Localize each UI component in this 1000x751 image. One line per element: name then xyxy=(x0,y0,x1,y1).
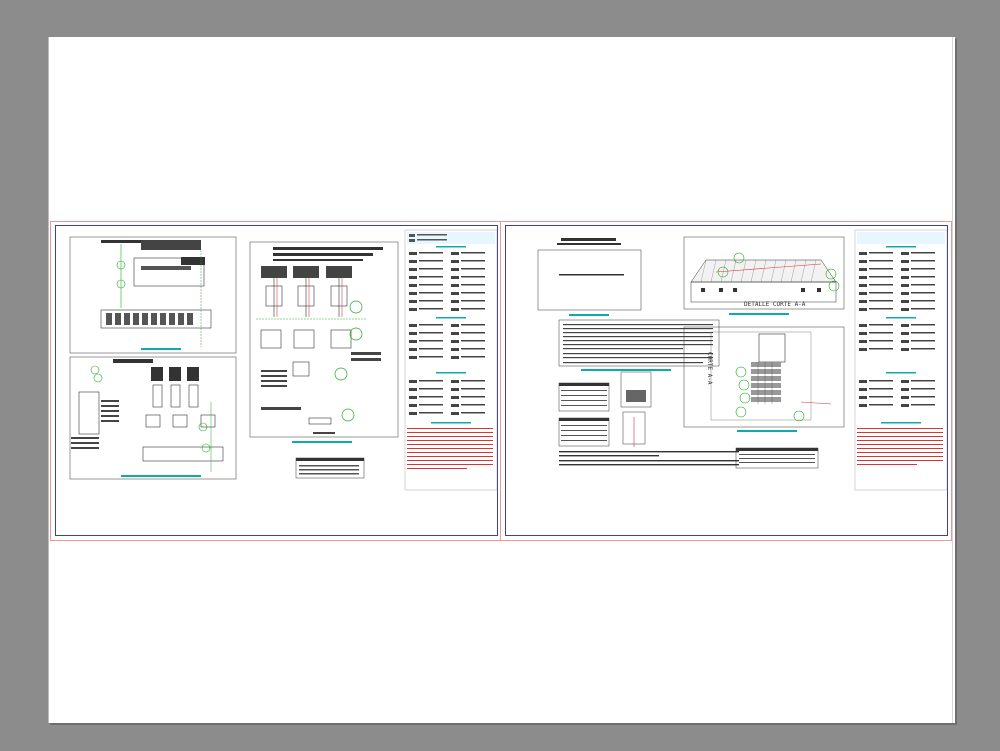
title-box-panel xyxy=(537,238,642,316)
mini-tables xyxy=(558,371,652,447)
plan-section-label: CORTE A-A xyxy=(706,352,713,385)
notes-text-panel xyxy=(558,319,720,371)
page-edge-right xyxy=(952,37,953,723)
sheet-left-frame xyxy=(55,225,498,536)
page-edge-left xyxy=(48,37,49,723)
sheet-right-frame xyxy=(505,225,948,536)
legend-table-left xyxy=(404,229,498,491)
plan-section-panel: CORTE A-A xyxy=(683,326,845,432)
unifilar-diagram-panel xyxy=(249,241,399,479)
drawing-page: DETALLE CORTE A-A xyxy=(48,37,955,723)
schematic-top-panel xyxy=(69,236,237,354)
sheet-left xyxy=(50,221,502,541)
bottom-notes xyxy=(559,451,739,466)
sheet-right-drawing: DETALLE CORTE A-A xyxy=(537,229,948,491)
legend-table-right xyxy=(854,229,948,491)
sheet-right: DETALLE CORTE A-A xyxy=(500,221,952,541)
schematic-bottom-panel xyxy=(69,356,237,480)
roof-elevation-label: DETALLE CORTE A-A xyxy=(744,301,806,308)
sheet-left-drawing xyxy=(69,229,498,491)
roof-elevation-panel: DETALLE CORTE A-A xyxy=(683,236,845,315)
summary-table-right xyxy=(735,447,819,469)
